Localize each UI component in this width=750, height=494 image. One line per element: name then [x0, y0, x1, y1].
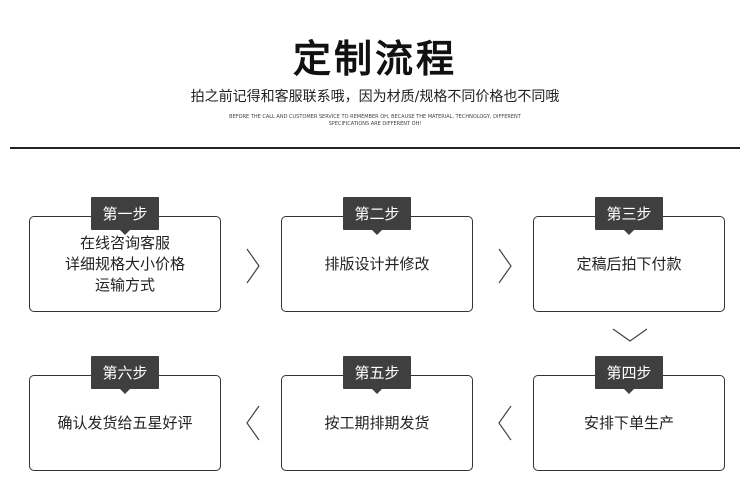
- chevron-left-icon: [498, 405, 512, 441]
- step-4-text: 安排下单生产: [584, 413, 674, 434]
- step-1-text: 在线咨询客服 详细规格大小价格 运输方式: [65, 233, 185, 296]
- step-2-text: 排版设计并修改: [324, 254, 429, 275]
- page-title: 定制流程: [292, 37, 457, 81]
- english-caption: BEFORE THE CALL AND CUSTOMER SERVICE TO …: [200, 114, 550, 128]
- step-5-tag: 第五步: [343, 356, 411, 394]
- chevron-left-icon: [246, 405, 260, 441]
- step-3-line-1: 定稿后拍下付款: [576, 254, 682, 273]
- step-6-line-1: 确认发货给五星好评: [57, 413, 193, 432]
- step-2-line-1: 排版设计并修改: [324, 254, 430, 273]
- step-5-line-1: 按工期排期发货: [324, 413, 430, 432]
- chevron-down-icon: [612, 328, 648, 342]
- english-caption-line-2: SPECIFICATIONS ARE DIFFERENT OH!: [328, 121, 422, 127]
- page-subtitle: 拍之前记得和客服联系哦，因为材质/规格不同价格也不同哦: [190, 89, 560, 105]
- step-4-line-1: 安排下单生产: [583, 413, 674, 432]
- step-6-text: 确认发货给五星好评: [57, 413, 192, 434]
- step-1-line-3: 运输方式: [94, 275, 155, 294]
- step-2-tag: 第二步: [343, 197, 411, 235]
- step-5-text: 按工期排期发货: [324, 413, 429, 434]
- header-divider: [10, 147, 740, 149]
- english-caption-line-1: BEFORE THE CALL AND CUSTOMER SERVICE TO …: [229, 114, 521, 120]
- step-6-tag: 第六步: [91, 356, 159, 394]
- step-4-tag: 第四步: [595, 356, 663, 394]
- step-1-line-2: 详细规格大小价格: [64, 254, 185, 273]
- step-3-tag: 第三步: [595, 197, 663, 235]
- chevron-right-icon: [246, 248, 260, 284]
- chevron-right-icon: [498, 248, 512, 284]
- step-1-line-1: 在线咨询客服: [79, 233, 170, 252]
- step-1-tag: 第一步: [91, 197, 159, 235]
- step-3-text: 定稿后拍下付款: [576, 254, 681, 275]
